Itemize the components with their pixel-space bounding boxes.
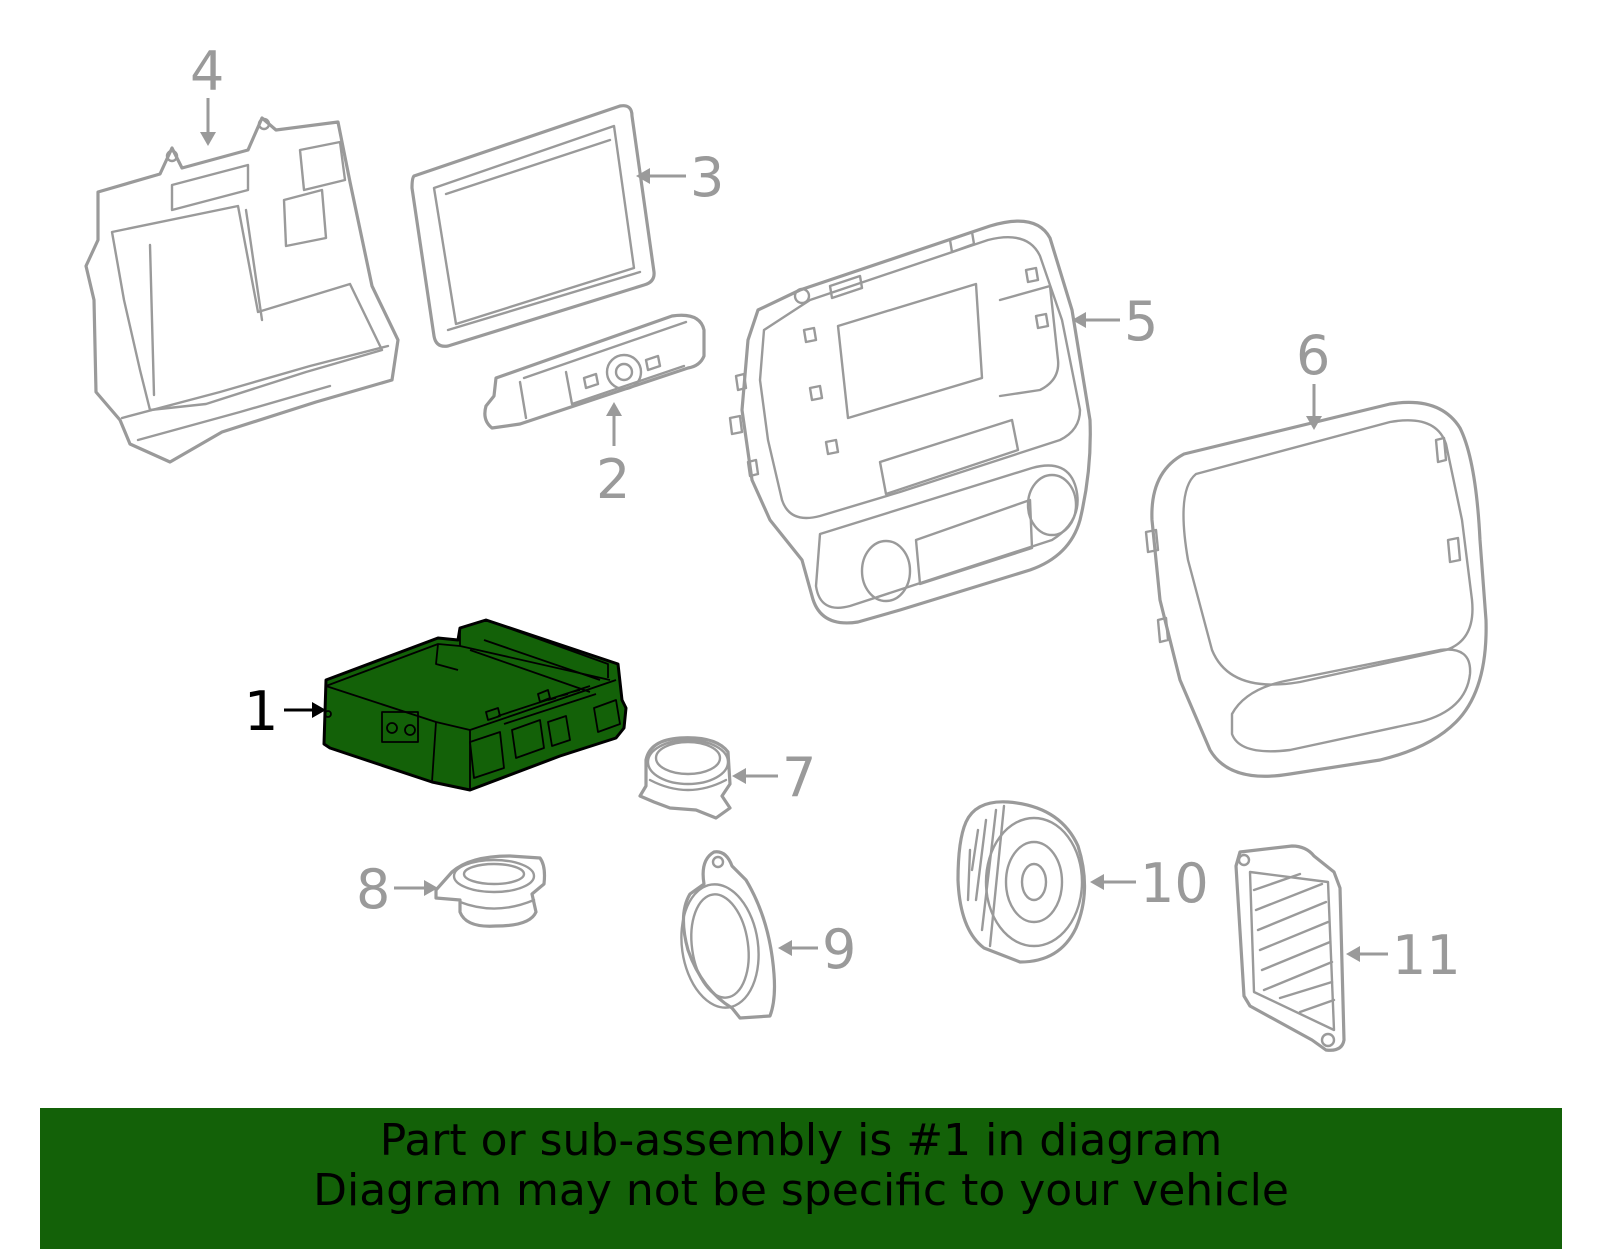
- callout-7: 7: [732, 746, 816, 809]
- part-9-speaker-ring[interactable]: [674, 850, 777, 1020]
- callout-4: 4: [190, 40, 224, 146]
- part-4-bracket[interactable]: [84, 116, 400, 464]
- callout-number-6: 6: [1296, 324, 1330, 387]
- callout-number-7: 7: [782, 746, 816, 809]
- callout-number-10: 10: [1140, 852, 1209, 915]
- banner-line-1: Part or sub-assembly is #1 in diagram: [379, 1115, 1223, 1166]
- callout-3: 3: [636, 146, 724, 209]
- info-banner: Part or sub-assembly is #1 in diagram Di…: [40, 1108, 1562, 1249]
- part-11-amplifier[interactable]: [1234, 844, 1346, 1052]
- callout-number-8: 8: [356, 858, 390, 921]
- part-10-woofer[interactable]: [956, 800, 1087, 964]
- callout-number-5: 5: [1124, 290, 1158, 353]
- callout-number-3: 3: [690, 146, 724, 209]
- callout-number-4: 4: [190, 40, 224, 103]
- callout-8: 8: [356, 858, 438, 921]
- part-6-trim-bezel[interactable]: [1144, 400, 1488, 778]
- banner-line-2: Diagram may not be specific to your vehi…: [313, 1165, 1289, 1216]
- callout-9: 9: [778, 918, 856, 981]
- callout-2: 2: [596, 402, 630, 511]
- callout-11: 11: [1346, 924, 1461, 987]
- part-3-display[interactable]: [410, 104, 656, 348]
- callout-10: 10: [1090, 852, 1209, 915]
- part-2-control-panel[interactable]: [483, 313, 706, 430]
- callout-5: 5: [1072, 290, 1158, 353]
- callout-number-1: 1: [244, 680, 278, 743]
- part-1-radio-module[interactable]: [322, 618, 628, 792]
- callout-1: 1: [244, 680, 326, 743]
- part-8-small-speaker[interactable]: [434, 854, 547, 928]
- callout-number-2: 2: [596, 448, 630, 511]
- callout-number-11: 11: [1392, 924, 1461, 987]
- part-7-tweeter[interactable]: [638, 736, 732, 820]
- part-5-faceplate[interactable]: [728, 219, 1092, 625]
- callout-number-9: 9: [822, 918, 856, 981]
- callout-6: 6: [1296, 324, 1330, 430]
- parts-diagram: 1 2 3 4 5 6 7 8 9 10: [84, 40, 1488, 1052]
